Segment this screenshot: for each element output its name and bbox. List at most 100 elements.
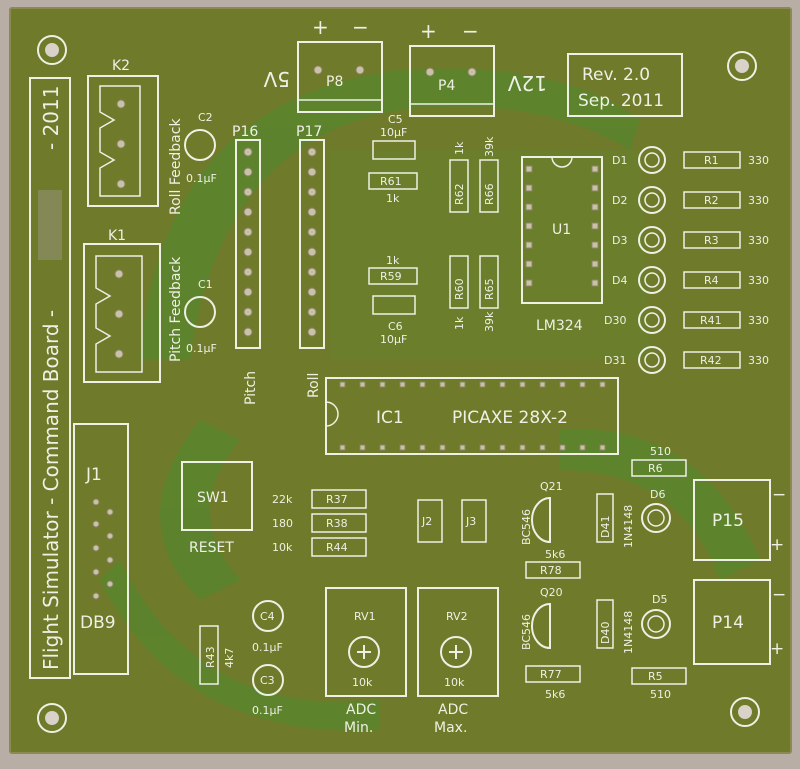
resistor-label: R4: [704, 274, 719, 287]
resistor-r66: 39k R66: [479, 136, 499, 213]
resistor-body: [683, 271, 741, 289]
board-title: Flight Simulator - Command Board - - 201…: [29, 77, 71, 679]
svg-text:P16: P16: [232, 124, 258, 140]
svg-text:P4: P4: [438, 78, 455, 94]
svg-text:R65: R65: [483, 278, 496, 300]
chip-pin: [539, 381, 546, 388]
capacitor-c3: C3 0.1µF: [252, 664, 284, 717]
date-text: Sep. 2011: [578, 91, 664, 111]
resistor-r61: R61 1k: [368, 172, 418, 205]
resistor-r6: 510 R6: [631, 445, 687, 477]
svg-text:R5: R5: [648, 670, 663, 683]
chip-pin: [591, 241, 599, 249]
chip-u1: U1 LM324: [521, 156, 603, 334]
header-pin: [243, 207, 253, 217]
header-pin: [243, 307, 253, 317]
connector-k1: K1 Pitch Feedback: [83, 228, 184, 383]
resistor-label: R42: [700, 354, 722, 367]
chip-pin: [591, 279, 599, 287]
jumper-j3: J3: [461, 499, 487, 543]
svg-text:+: +: [770, 639, 784, 659]
led-lens: [644, 152, 660, 168]
chip-pin: [599, 444, 606, 451]
header-pin: [243, 287, 253, 297]
revision-text: Rev. 2.0: [582, 65, 650, 85]
svg-text:ADC: ADC: [438, 702, 468, 718]
svg-text:10k: 10k: [444, 676, 465, 689]
resistor-body: [683, 351, 741, 369]
capacitor-c2: C2 0.1µF: [184, 111, 217, 185]
header-pin: [307, 267, 317, 277]
svg-text:R61: R61: [380, 175, 402, 188]
svg-text:Min.: Min.: [344, 720, 373, 736]
svg-text:C4: C4: [260, 610, 275, 623]
svg-text:0.1µF: 0.1µF: [186, 172, 217, 185]
chip-pin: [359, 381, 366, 388]
svg-text:LM324: LM324: [536, 318, 583, 334]
chip-pin: [591, 203, 599, 211]
resistor-r43: R43 4k7: [199, 625, 236, 685]
svg-text:1N4148: 1N4148: [622, 611, 635, 654]
led-label: D31: [604, 354, 626, 367]
transistor-q20: Q20 BC546: [520, 586, 563, 650]
blurred-name: [38, 190, 62, 260]
header-p16: P16 Pitch: [232, 124, 261, 405]
switch-sw1: SW1 RESET: [181, 461, 253, 556]
svg-text:R62: R62: [453, 183, 466, 205]
svg-text:39k: 39k: [483, 136, 496, 157]
svg-text:P17: P17: [296, 124, 322, 140]
svg-text:R77: R77: [540, 668, 562, 681]
svg-text:510: 510: [650, 688, 671, 701]
header-pin: [243, 227, 253, 237]
led-d5: D5: [641, 593, 671, 639]
svg-text:RV2: RV2: [446, 610, 468, 623]
chip-pin: [419, 444, 426, 451]
header-p17: P17 Roll: [296, 124, 325, 398]
chip-pin: [579, 444, 586, 451]
svg-text:J1: J1: [85, 465, 102, 485]
svg-text:R78: R78: [540, 564, 562, 577]
svg-text:−: −: [462, 19, 479, 43]
transistor-q21: Q21 BC546: [520, 480, 563, 545]
svg-text:10k: 10k: [272, 541, 293, 554]
svg-text:C1: C1: [198, 278, 213, 291]
svg-text:−: −: [352, 15, 369, 39]
header-pin: [307, 327, 317, 337]
header-pin: [307, 227, 317, 237]
svg-text:R38: R38: [326, 517, 348, 530]
resistor-r60: R60 1k: [449, 255, 469, 330]
svg-text:BC546: BC546: [520, 509, 533, 545]
chip-pin: [339, 381, 346, 388]
svg-text:BC546: BC546: [520, 614, 533, 650]
chip-pin: [479, 444, 486, 451]
chip-pin: [439, 381, 446, 388]
resistor-label: R2: [704, 194, 719, 207]
capacitor-c6: C6 10µF: [372, 295, 416, 346]
chip-pin: [499, 444, 506, 451]
chip-pin: [499, 381, 506, 388]
led-label: D4: [612, 274, 627, 287]
capacitor-c5: C5 10µF: [372, 113, 416, 160]
svg-text:510: 510: [650, 445, 671, 458]
resistor-r44: 10k R44: [272, 537, 367, 557]
svg-text:Q20: Q20: [540, 586, 563, 599]
terminal-p14: P14 − +: [693, 579, 786, 665]
chip-pin: [591, 260, 599, 268]
resistor-r59: 1k R59: [368, 254, 418, 285]
svg-text:0.1µF: 0.1µF: [252, 704, 283, 717]
header-pin: [243, 327, 253, 337]
svg-text:Q21: Q21: [540, 480, 563, 493]
svg-text:180: 180: [272, 517, 293, 530]
chip-pin: [379, 444, 386, 451]
resistor-body: [683, 231, 741, 249]
svg-text:D40: D40: [599, 622, 612, 644]
svg-text:C6: C6: [388, 320, 403, 333]
diode-d41: D41 1N4148: [596, 493, 635, 548]
resistor-value: 330: [748, 354, 769, 367]
resistor-value: 330: [748, 194, 769, 207]
resistor-value: 330: [748, 234, 769, 247]
copper-pour: [100, 68, 760, 731]
svg-text:R37: R37: [326, 493, 348, 506]
